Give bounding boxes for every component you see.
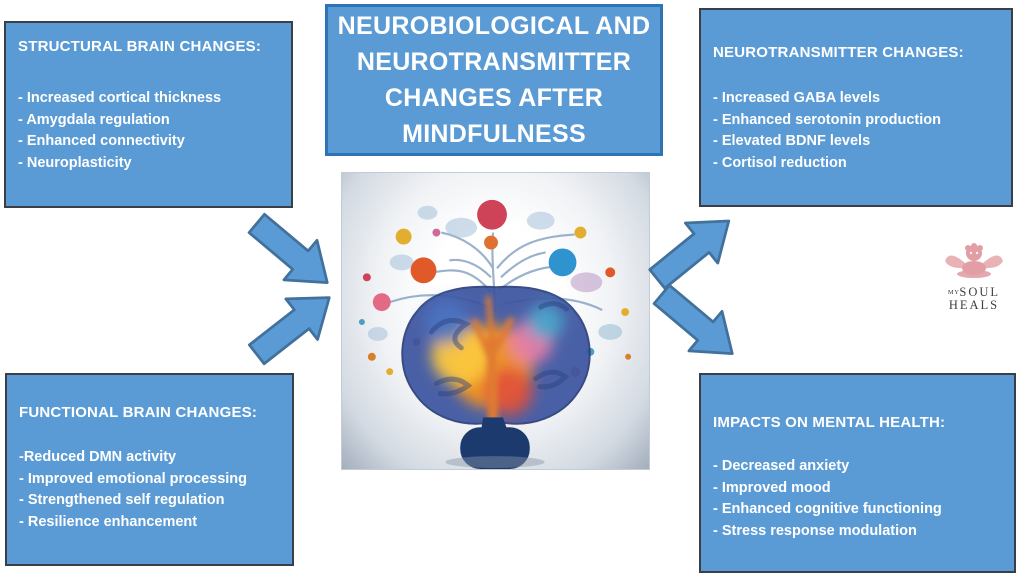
- box-item-list: -Reduced DMN activity - Improved emotiona…: [19, 447, 286, 533]
- logo-text-line1: MYSOUL: [947, 285, 1001, 299]
- list-item: - Cortisol reduction: [713, 154, 847, 171]
- cherub-icon: [945, 243, 1003, 278]
- list-item: -Reduced DMN activity: [19, 449, 177, 465]
- logo-prefix: MY: [947, 289, 960, 296]
- box-heading: NEUROTRANSMITTER CHANGES:: [713, 44, 964, 61]
- arrow-to-impacts-box: [642, 271, 751, 376]
- list-item: - Stress response modulation: [713, 522, 917, 539]
- page-title: NEUROBIOLOGICAL AND NEUROTRANSMITTER CHA…: [337, 12, 651, 148]
- arrow-to-neurotransmitter-box: [638, 198, 747, 303]
- list-item: - Elevated BDNF levels: [713, 133, 871, 149]
- box-heading: STRUCTURAL BRAIN CHANGES:: [18, 38, 262, 55]
- box-heading: FUNCTIONAL BRAIN CHANGES:: [19, 404, 258, 421]
- impacts-on-mental-health-box: IMPACTS ON MENTAL HEALTH: - Decreased an…: [699, 373, 1016, 573]
- box-item-list: - Increased GABA levels - Enhanced seroto…: [713, 88, 1005, 174]
- list-item: - Increased GABA levels: [713, 90, 881, 106]
- box-item-list: - Decreased anxiety - Improved mood - Enha…: [713, 456, 1008, 542]
- list-item: - Amygdala regulation: [18, 111, 170, 128]
- soul-heals-logo: MYSOUL HEALS: [934, 241, 1014, 312]
- logo-text-line2: HEALS: [948, 298, 1000, 312]
- neurotransmitter-changes-box: NEUROTRANSMITTER CHANGES: - Increased GA…: [699, 8, 1013, 207]
- arrow-to-functional-box: [238, 274, 347, 378]
- list-item: - Enhanced cognitive functioning: [713, 501, 942, 517]
- arrow-to-structural-box: [237, 200, 346, 305]
- title-box: NEUROBIOLOGICAL AND NEUROTRANSMITTER CHA…: [325, 4, 663, 156]
- list-item: - Increased cortical thickness: [18, 90, 222, 106]
- box-heading: IMPACTS ON MENTAL HEALTH:: [713, 414, 946, 431]
- list-item: - Enhanced connectivity: [18, 133, 185, 149]
- brain-tree-illustration: [358, 199, 632, 469]
- list-item: - Improved mood: [713, 479, 831, 496]
- functional-brain-changes-box: FUNCTIONAL BRAIN CHANGES: -Reduced DMN a…: [5, 373, 294, 566]
- list-item: - Neuroplasticity: [18, 154, 132, 171]
- list-item: - Resilience enhancement: [19, 513, 198, 530]
- list-item: - Strengthened self regulation: [19, 492, 225, 508]
- box-item-list: - Increased cortical thickness - Amygdala…: [18, 88, 285, 174]
- list-item: - Decreased anxiety: [713, 458, 850, 474]
- brain-tree-image: [341, 172, 650, 470]
- list-item: - Improved emotional processing: [19, 470, 248, 487]
- list-item: - Enhanced serotonin production: [713, 111, 941, 128]
- structural-brain-changes-box: STRUCTURAL BRAIN CHANGES: - Increased co…: [4, 21, 293, 208]
